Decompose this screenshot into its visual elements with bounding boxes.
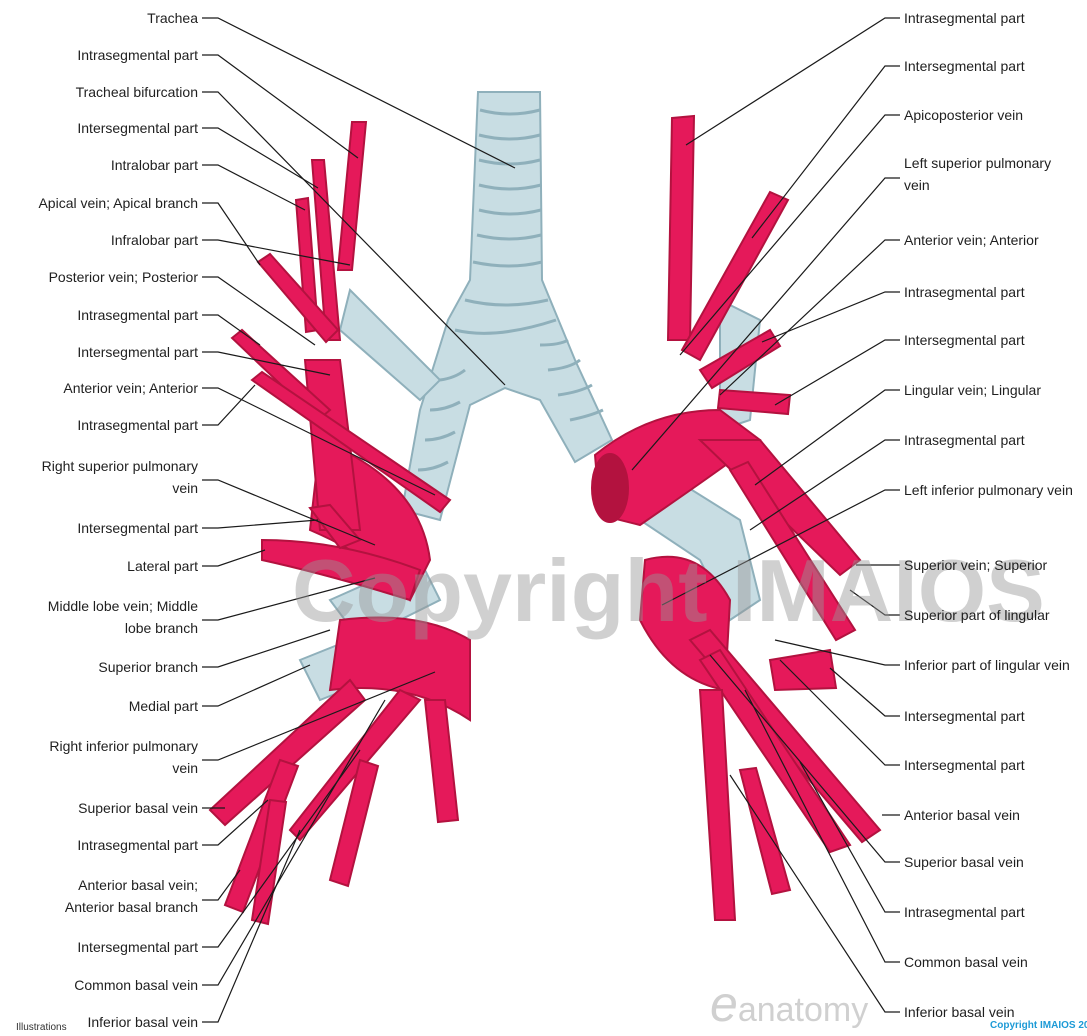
- right-label-15: Intersegmental part: [904, 757, 1025, 774]
- left-label-14: Intersegmental part: [77, 520, 198, 537]
- right-label-17: Superior basal vein: [904, 854, 1024, 871]
- right-pulmonary-veins: [210, 122, 470, 924]
- right-label-18: Intrasegmental part: [904, 904, 1025, 921]
- left-label-12: Intrasegmental part: [77, 417, 198, 434]
- left-label-24: Common basal vein: [74, 977, 198, 994]
- left-label-25: Inferior basal vein: [87, 1014, 198, 1031]
- e-logo-icon: e: [710, 976, 738, 1032]
- left-label-13-line-2: vein: [172, 480, 198, 497]
- left-label-17: Superior branch: [98, 659, 198, 676]
- right-label-3: Apicoposterior vein: [904, 107, 1023, 124]
- left-label-13-line-1: Right superior pulmonary: [42, 458, 198, 475]
- left-label-9: Intrasegmental part: [77, 307, 198, 324]
- left-label-10: Intersegmental part: [77, 344, 198, 361]
- left-label-23: Intersegmental part: [77, 939, 198, 956]
- apical-vein-1: [338, 122, 366, 270]
- anterior-basal-vein-left: [740, 768, 790, 894]
- left-label-1: Trachea: [147, 10, 198, 27]
- superior-basal-vein-right: [210, 680, 365, 825]
- right-label-20: Inferior basal vein: [904, 1004, 1015, 1021]
- right-label-6: Intrasegmental part: [904, 284, 1025, 301]
- left-label-19-line-1: Right inferior pulmonary: [49, 738, 198, 755]
- left-label-5: Intralobar part: [111, 157, 198, 174]
- right-label-4-line-2: vein: [904, 177, 930, 194]
- right-label-2: Intersegmental part: [904, 58, 1025, 75]
- right-label-9: Intrasegmental part: [904, 432, 1025, 449]
- left-label-22-line-2: Anterior basal branch: [65, 899, 198, 916]
- right-label-1: Intrasegmental part: [904, 10, 1025, 27]
- inferior-stump-right: [425, 700, 458, 822]
- left-label-21: Intrasegmental part: [77, 837, 198, 854]
- left-label-16-line-2: lobe branch: [125, 620, 198, 637]
- right-label-7: Intersegmental part: [904, 332, 1025, 349]
- logo-text: anatomy: [738, 991, 868, 1029]
- left-label-6: Apical vein; Apical branch: [38, 195, 198, 212]
- left-superior-vein-opening: [592, 454, 628, 522]
- right-label-19: Common basal vein: [904, 954, 1028, 971]
- credit-prefix: Illustrations: [16, 1022, 67, 1033]
- left-label-2: Intrasegmental part: [77, 47, 198, 64]
- right-label-16: Anterior basal vein: [904, 807, 1020, 824]
- lingular-inferior-branch: [770, 650, 836, 690]
- right-label-13: Inferior part of lingular vein: [904, 657, 1070, 674]
- right-label-10: Left inferior pulmonary vein: [904, 482, 1073, 499]
- right-label-14: Intersegmental part: [904, 708, 1025, 725]
- apicoposterior-vein: [668, 116, 694, 340]
- left-label-22-line-1: Anterior basal vein;: [78, 877, 198, 894]
- left-label-20: Superior basal vein: [78, 800, 198, 817]
- right-label-12: Superior part of lingular: [904, 607, 1050, 624]
- copyright-watermark: Copyright IMAIOS: [292, 540, 1045, 642]
- left-label-3: Tracheal bifurcation: [76, 84, 198, 101]
- right-label-11: Superior vein; Superior: [904, 557, 1047, 574]
- left-label-11: Anterior vein; Anterior: [63, 380, 198, 397]
- copyright-note: Copyright IMAIOS 2016: [990, 1020, 1087, 1031]
- inferior-basal-vein-left: [700, 690, 735, 920]
- illustration-credit: Illustrations: [16, 1022, 67, 1033]
- left-label-4: Intersegmental part: [77, 120, 198, 137]
- left-label-18: Medial part: [129, 698, 198, 715]
- left-label-19-line-2: vein: [172, 760, 198, 777]
- left-label-16-line-1: Middle lobe vein; Middle: [48, 598, 198, 615]
- left-label-15: Lateral part: [127, 558, 198, 575]
- left-label-7: Infralobar part: [111, 232, 198, 249]
- right-label-5: Anterior vein; Anterior: [904, 232, 1039, 249]
- left-label-8: Posterior vein; Posterior: [49, 269, 198, 286]
- right-label-4-line-1: Left superior pulmonary: [904, 155, 1051, 172]
- right-label-8: Lingular vein; Lingular: [904, 382, 1041, 399]
- anatomy-logo: eanatomy: [710, 975, 868, 1033]
